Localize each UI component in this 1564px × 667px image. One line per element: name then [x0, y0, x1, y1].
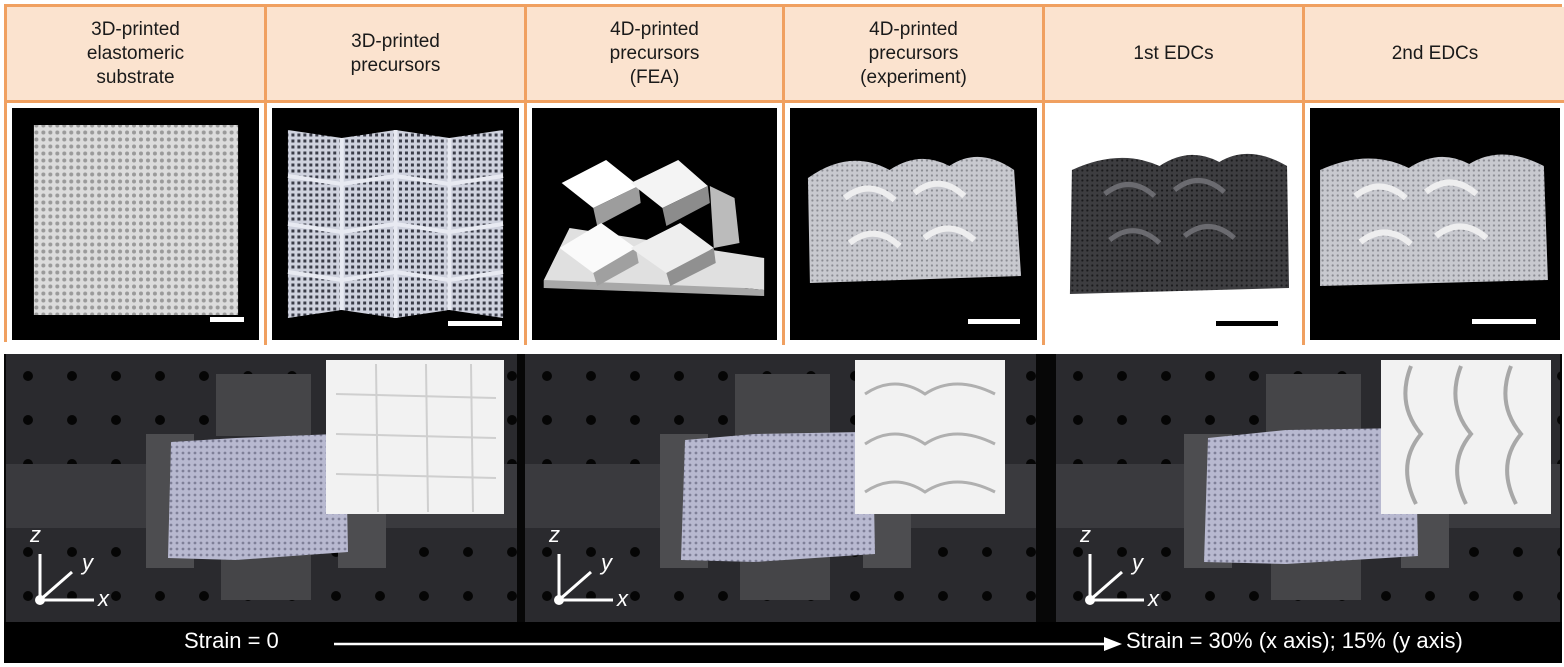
strain-start-label: Strain = 0 — [184, 628, 279, 653]
scale-bar — [210, 317, 244, 322]
scale-bar — [1472, 319, 1536, 324]
scale-bar — [968, 319, 1020, 324]
substrate-image — [12, 108, 259, 340]
cell-3d-precursors — [267, 103, 527, 345]
x-axis-label: x — [98, 586, 109, 611]
cell-1st-edcs — [1045, 103, 1305, 345]
y-axis-label: y — [601, 550, 612, 575]
strain-end-label: Strain = 30% (x axis); 15% (y axis) — [1126, 628, 1463, 653]
cell-4d-fea — [527, 103, 785, 345]
col-header-4d-experiment: 4D-printed precursors (experiment) — [785, 7, 1045, 103]
strain-panel-mid: z y x — [525, 354, 1036, 622]
col-header-substrate: 3D-printed elastomeric substrate — [7, 7, 267, 103]
z-axis-label: z — [549, 522, 560, 547]
scale-bar — [448, 321, 502, 326]
y-axis-label: y — [1132, 550, 1143, 575]
2nd-edcs-image — [1310, 108, 1560, 340]
x-axis-label: x — [1148, 586, 1159, 611]
strain-panel-max: z y x — [1056, 354, 1560, 622]
x-axis-label: x — [617, 586, 628, 611]
col-header-2nd-edcs: 2nd EDCs — [1305, 7, 1564, 103]
strain-experiment-strip: z y x z y — [4, 354, 1562, 663]
fea-render-image — [532, 108, 777, 340]
strain-arrow — [334, 637, 1122, 651]
cell-substrate — [7, 103, 267, 345]
scale-bar — [1216, 321, 1278, 326]
cell-2nd-edcs — [1305, 103, 1564, 345]
cell-4d-experiment — [785, 103, 1045, 345]
y-axis-label: y — [82, 550, 93, 575]
z-axis-label: z — [1080, 522, 1091, 547]
experiment-image — [790, 108, 1037, 340]
z-axis-label: z — [30, 522, 41, 547]
col-header-1st-edcs: 1st EDCs — [1045, 7, 1305, 103]
strain-panel-0: z y x — [6, 354, 517, 622]
3d-precursors-image — [272, 108, 519, 340]
strain-caption-bar: Strain = 0 Strain = 30% (x axis); 15% (y… — [4, 622, 1562, 663]
col-header-3d-precursors: 3D-printed precursors — [267, 7, 527, 103]
col-header-4d-fea: 4D-printed precursors (FEA) — [527, 7, 785, 103]
figure-table: 3D-printed elastomeric substrate 3D-prin… — [4, 4, 1564, 345]
1st-edcs-image — [1050, 108, 1297, 340]
